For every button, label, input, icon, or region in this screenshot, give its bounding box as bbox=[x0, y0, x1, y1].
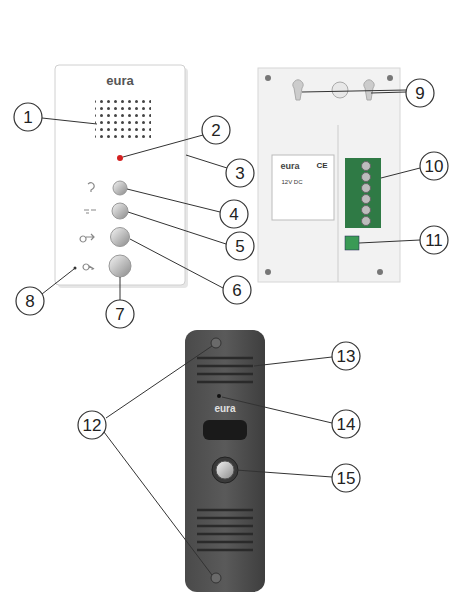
callout-number: 3 bbox=[235, 165, 244, 182]
mounting-hole bbox=[364, 80, 374, 100]
rating-text: 12V DC bbox=[281, 179, 302, 185]
brand-logo: eura bbox=[106, 74, 133, 87]
terminal-block bbox=[345, 158, 381, 228]
callout-circles bbox=[14, 79, 448, 492]
certification-mark: CE bbox=[316, 162, 327, 170]
speaker-slots bbox=[197, 510, 253, 550]
callout-number: 9 bbox=[415, 85, 424, 102]
mounting-hole bbox=[332, 82, 348, 98]
call-button bbox=[216, 461, 234, 479]
callout-number: 8 bbox=[25, 293, 34, 310]
indoor-unit-back bbox=[258, 68, 400, 282]
callout-number: 5 bbox=[235, 238, 244, 255]
callout-number: 14 bbox=[337, 416, 356, 433]
rating-sticker bbox=[272, 155, 334, 220]
speaker-grille bbox=[95, 98, 151, 140]
button bbox=[113, 181, 127, 195]
button bbox=[111, 228, 130, 247]
brand-logo: eura bbox=[214, 404, 235, 414]
callout-number: 1 bbox=[23, 109, 32, 126]
speaker-slots bbox=[197, 358, 253, 382]
led bbox=[117, 155, 123, 161]
button-icons bbox=[80, 183, 96, 270]
callout-number: 13 bbox=[337, 348, 356, 365]
callout-number: 11 bbox=[425, 232, 443, 249]
callout-number: 12 bbox=[83, 417, 102, 434]
indoor-unit-front bbox=[55, 65, 188, 288]
callout-number: 15 bbox=[337, 470, 356, 487]
screw bbox=[211, 338, 221, 348]
callout-number: 2 bbox=[211, 122, 220, 139]
callout-number: 10 bbox=[425, 158, 444, 175]
button bbox=[112, 203, 128, 219]
connector bbox=[345, 236, 359, 250]
brand-logo: eura bbox=[280, 162, 299, 171]
button bbox=[109, 255, 131, 277]
callout-number: 6 bbox=[232, 282, 241, 299]
camera-window bbox=[203, 420, 247, 440]
callout-number: 7 bbox=[115, 306, 124, 323]
screw bbox=[211, 573, 221, 583]
microphone bbox=[217, 394, 221, 398]
callout-number: 4 bbox=[229, 206, 238, 223]
door-station bbox=[185, 330, 265, 592]
mounting-hole bbox=[293, 80, 303, 100]
leader-lines bbox=[42, 90, 420, 575]
